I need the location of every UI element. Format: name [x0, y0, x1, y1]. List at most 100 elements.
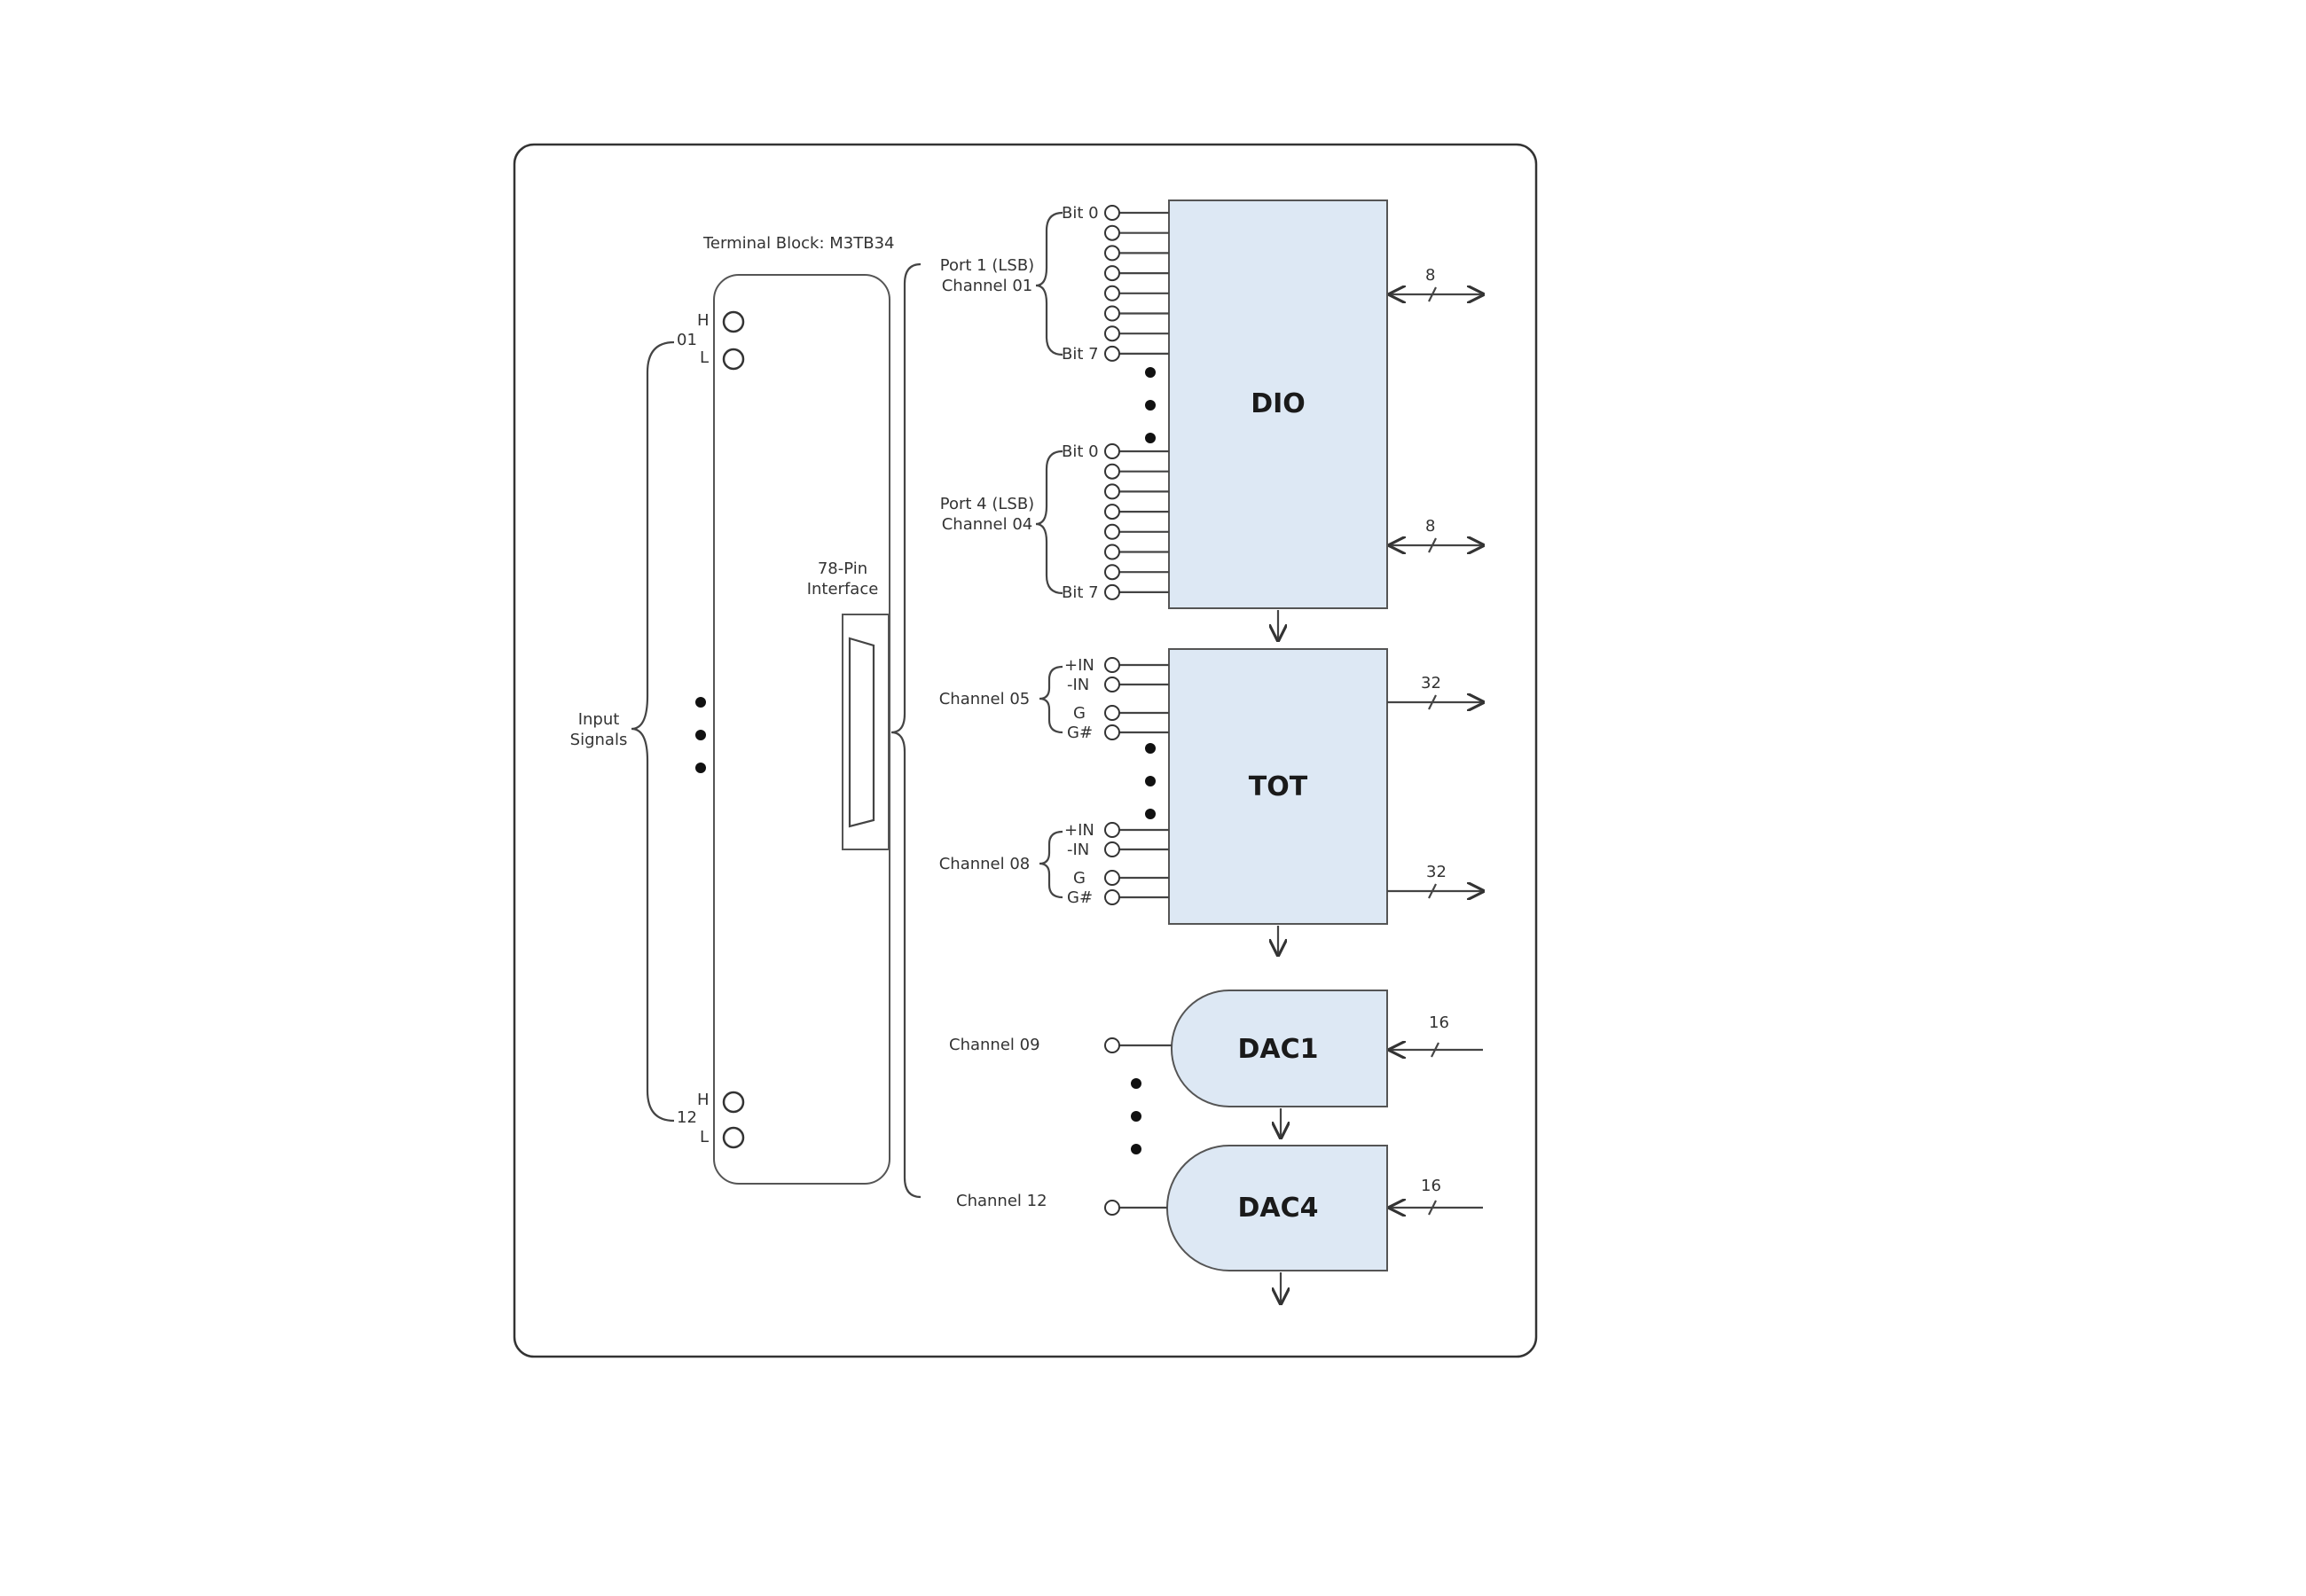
pin-terminal[interactable]	[1104, 724, 1120, 740]
dac4-block	[1165, 1145, 1388, 1271]
terminal-12-high[interactable]	[722, 1091, 745, 1114]
ellipsis-dot	[695, 697, 706, 708]
bus-slash	[1428, 1200, 1437, 1216]
input-signals-brace	[631, 340, 675, 1123]
dac1-title: DAC1	[1237, 1034, 1318, 1065]
interface-connector	[848, 637, 875, 828]
terminal-01-high[interactable]	[722, 310, 745, 333]
interface-label: 78-Pin	[818, 559, 867, 578]
dac1-output-terminal[interactable]	[1104, 1037, 1120, 1053]
pin-terminal[interactable]	[1104, 657, 1120, 673]
pin-terminal[interactable]	[1104, 285, 1120, 301]
port4-bit-first-label: Bit 0	[1062, 442, 1099, 461]
ellipsis-dot	[1145, 743, 1156, 754]
tot-ch05-label: Channel 05	[939, 690, 1031, 708]
terminal-block-title: Terminal Block: M3TB34	[702, 234, 895, 253]
ellipsis-dot	[1145, 776, 1156, 786]
tot-bus-08-width: 32	[1426, 863, 1447, 881]
pin-terminal[interactable]	[1104, 523, 1120, 540]
ellipsis-dot	[1145, 367, 1156, 378]
port4-label: Port 4 (LSB)	[940, 495, 1034, 513]
pin-terminal[interactable]	[1104, 705, 1120, 721]
tot-ch08-brace	[1039, 830, 1063, 899]
ellipsis-dot	[1145, 433, 1156, 443]
terminal-12-number: 12	[677, 1108, 697, 1127]
tot-ch05-pin-label: G#	[1067, 724, 1093, 742]
port1-bit-last-label: Bit 7	[1062, 345, 1099, 364]
bus-slash	[1428, 883, 1437, 899]
ellipsis-dot	[1131, 1078, 1141, 1089]
pin-terminal[interactable]	[1104, 504, 1120, 520]
bus-slash	[1431, 1042, 1439, 1058]
terminal-12-low[interactable]	[722, 1126, 745, 1149]
tot-bus-05-width: 32	[1421, 674, 1441, 692]
tot-title: TOT	[1249, 771, 1308, 802]
ellipsis-dot	[695, 763, 706, 773]
terminal-01-low[interactable]	[722, 348, 745, 371]
dio-port1-pins	[1104, 205, 1169, 362]
ellipsis-dot	[1145, 400, 1156, 411]
pin-terminal[interactable]	[1104, 544, 1120, 560]
pin-terminal[interactable]	[1104, 325, 1120, 342]
dac4-bus-width: 16	[1421, 1177, 1441, 1195]
pin-terminal[interactable]	[1104, 345, 1120, 362]
interface-label: Interface	[807, 580, 879, 598]
tot-ch05-pin-label: G	[1073, 704, 1086, 723]
dac4-channel-label: Channel 12	[956, 1192, 1047, 1210]
dac1-channel-label: Channel 09	[949, 1036, 1040, 1054]
pin-terminal[interactable]	[1104, 224, 1120, 241]
pin-terminal[interactable]	[1104, 463, 1120, 480]
bus-slash	[1428, 537, 1437, 553]
dio-title: DIO	[1251, 388, 1306, 419]
tot-ch08-pin-label: +IN	[1064, 821, 1094, 840]
port1-channel: Channel 01	[942, 277, 1033, 295]
terminal-01-number: 01	[677, 331, 697, 349]
tot-ch05-pin-label: +IN	[1064, 656, 1094, 675]
dio-port4-pins	[1104, 443, 1169, 600]
pin-terminal[interactable]	[1104, 564, 1120, 581]
dac1-bus-width: 16	[1429, 1013, 1449, 1032]
ellipsis-dot	[695, 730, 706, 740]
dio-bus-4-width: 8	[1425, 517, 1435, 536]
dio-bus-1-width: 8	[1425, 266, 1435, 285]
pin-terminal[interactable]	[1104, 483, 1120, 500]
pin-terminal[interactable]	[1104, 245, 1120, 262]
port4-channel: Channel 04	[942, 515, 1033, 534]
pin-terminal[interactable]	[1104, 870, 1120, 886]
bus-slash	[1428, 694, 1437, 710]
ellipsis-dot	[1131, 1111, 1141, 1122]
tot-ch05-brace	[1039, 665, 1063, 734]
pin-terminal[interactable]	[1104, 841, 1120, 857]
terminal-12-low-label: L	[700, 1128, 709, 1146]
pin-terminal[interactable]	[1104, 305, 1120, 322]
dac4-title: DAC4	[1237, 1193, 1318, 1224]
pin-terminal[interactable]	[1104, 677, 1120, 692]
dio-block	[1168, 200, 1388, 609]
pin-terminal[interactable]	[1104, 889, 1120, 905]
bus-slash	[1428, 286, 1437, 302]
input-signals-label: Input	[578, 710, 620, 729]
port1-label: Port 1 (LSB)	[940, 256, 1034, 275]
pin-terminal[interactable]	[1104, 205, 1120, 221]
port1-brace	[1035, 211, 1063, 356]
pin-terminal[interactable]	[1104, 583, 1120, 600]
tot-channel08-pins	[1104, 822, 1169, 905]
pin-terminal[interactable]	[1104, 822, 1120, 838]
port4-bit-last-label: Bit 7	[1062, 583, 1099, 602]
terminal-01-low-label: L	[700, 348, 709, 367]
terminal-01-high-label: H	[697, 311, 710, 330]
tot-ch05-pin-label: -IN	[1067, 676, 1089, 694]
port1-bit-first-label: Bit 0	[1062, 204, 1099, 223]
interface-brace	[890, 262, 922, 1199]
tot-ch08-pin-label: G#	[1067, 888, 1093, 907]
tot-ch08-pin-label: -IN	[1067, 841, 1089, 859]
dac1-block	[1170, 990, 1388, 1107]
outer-frame	[513, 143, 1538, 1358]
input-signals-label: Signals	[570, 731, 628, 749]
pin-terminal[interactable]	[1104, 443, 1120, 459]
port4-brace	[1035, 450, 1063, 595]
dac4-output-terminal[interactable]	[1104, 1200, 1120, 1216]
tot-ch08-label: Channel 08	[939, 855, 1031, 873]
pin-terminal[interactable]	[1104, 265, 1120, 282]
